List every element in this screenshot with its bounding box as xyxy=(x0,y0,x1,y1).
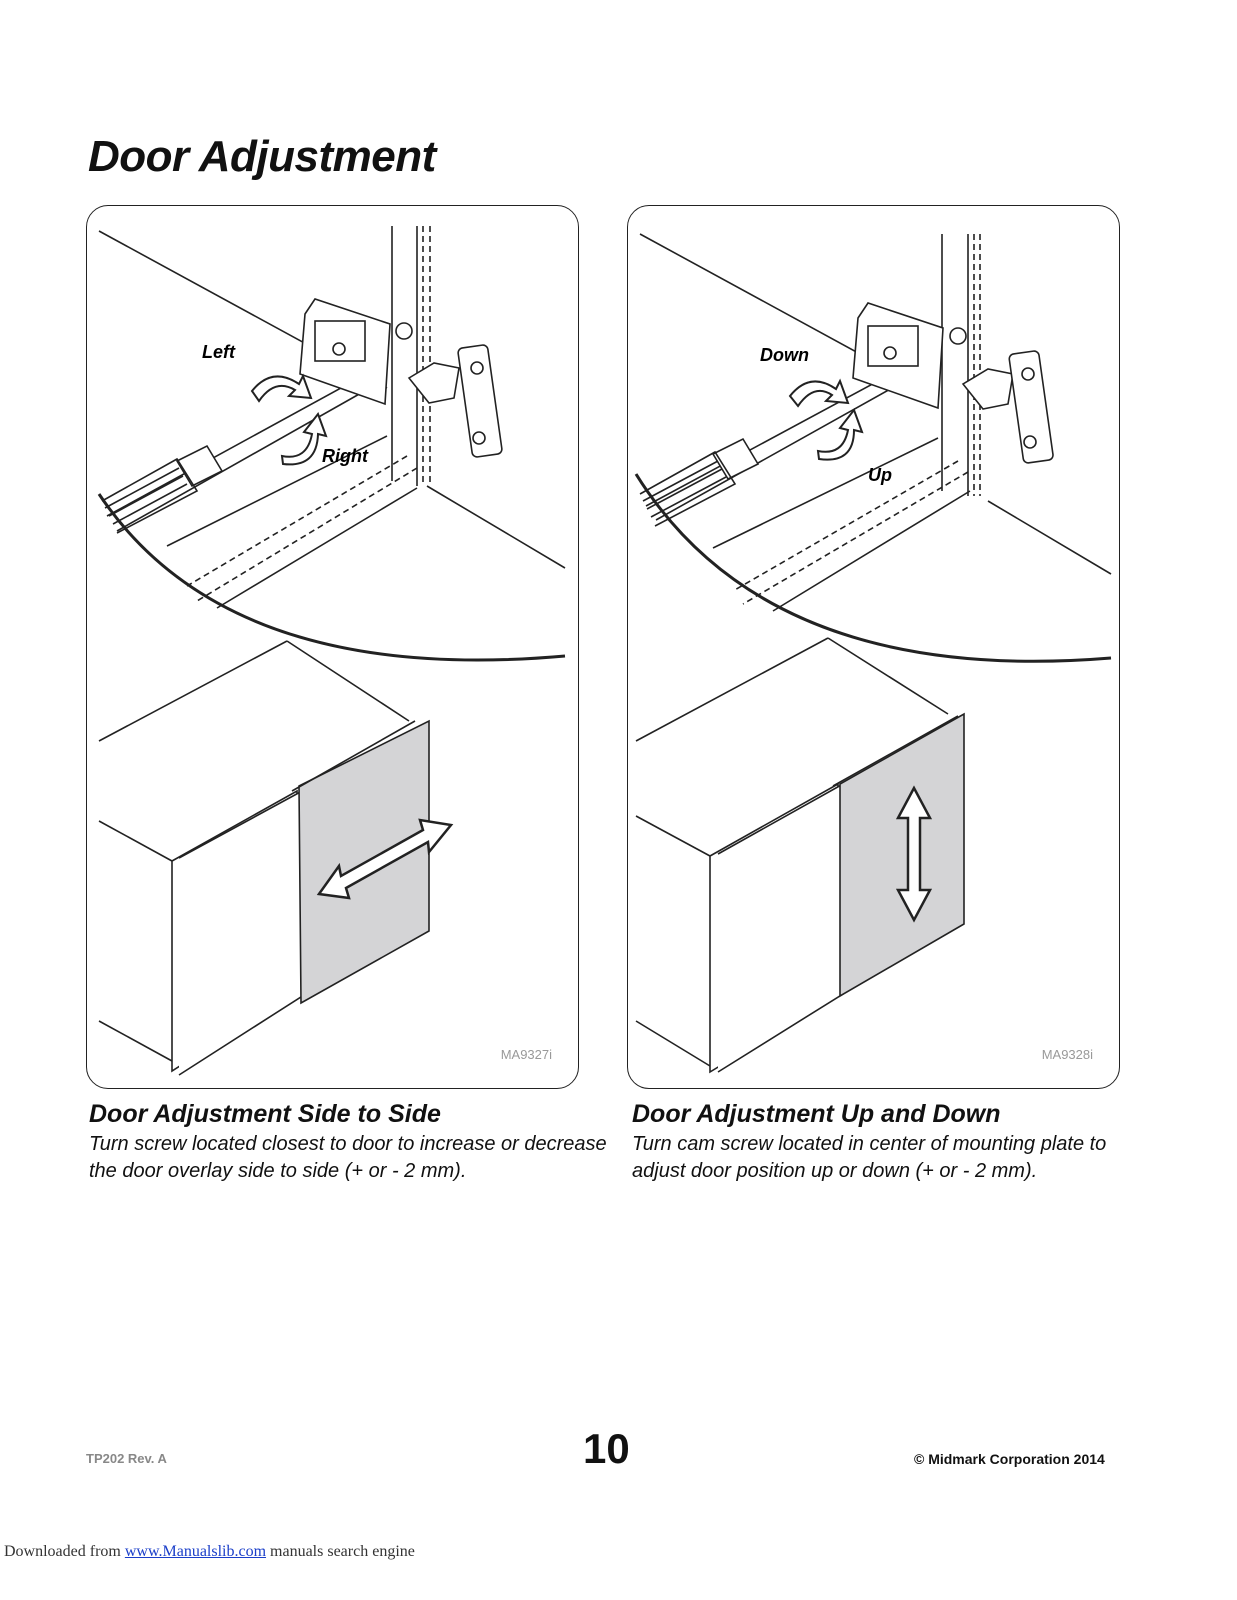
download-suffix: manuals search engine xyxy=(266,1543,415,1560)
figure-panel-side-to-side: Left Right MA9327i xyxy=(86,205,579,1089)
arrow-label-right: Right xyxy=(322,446,369,466)
hinge-side-adjustment-illustration: Left Right xyxy=(97,226,566,1076)
figure-panel-up-and-down: Down Up MA9328i xyxy=(627,205,1120,1089)
arrow-label-down: Down xyxy=(760,345,809,365)
caption-text: Turn screw located closest to door to in… xyxy=(89,1133,607,1182)
page-number: 10 xyxy=(583,1425,630,1472)
page-title: Door Adjustment xyxy=(88,132,436,181)
document-reference: TP202 Rev. A xyxy=(86,1451,167,1466)
copyright-notice: © Midmark Corporation 2014 xyxy=(914,1451,1105,1467)
caption-title: Door Adjustment Up and Down xyxy=(632,1100,1001,1128)
manualslib-link[interactable]: www.Manualslib.com xyxy=(124,1543,267,1560)
caption-text: Turn cam screw located in center of moun… xyxy=(632,1133,1107,1182)
download-prefix: Downloaded from xyxy=(4,1543,125,1560)
figure-id: MA9328i xyxy=(1041,1047,1093,1062)
figure-id: MA9327i xyxy=(500,1047,552,1062)
caption-side-to-side: Door Adjustment Side to Side Turn screw … xyxy=(89,1100,649,1185)
download-note: Downloaded from www.Manualslib.com manua… xyxy=(4,1543,415,1561)
arrow-label-left: Left xyxy=(202,342,236,362)
caption-title: Door Adjustment Side to Side xyxy=(89,1100,441,1128)
hinge-vertical-adjustment-illustration: Down Up xyxy=(634,233,1112,1074)
caption-up-and-down: Door Adjustment Up and Down Turn cam scr… xyxy=(632,1100,1192,1185)
arrow-label-up: Up xyxy=(868,465,892,485)
